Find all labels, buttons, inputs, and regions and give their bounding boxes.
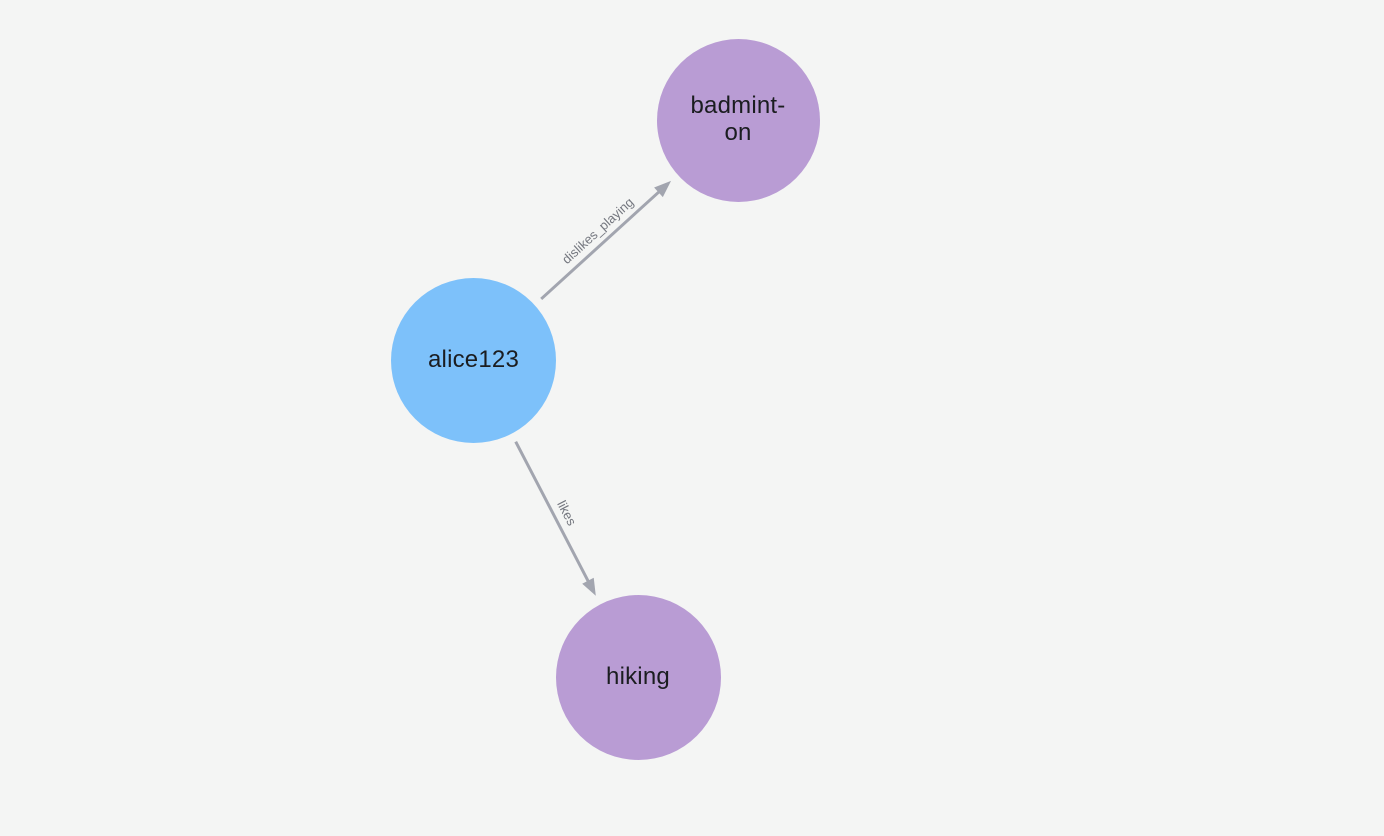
node-label: alice123 (427, 346, 519, 374)
node-label: badmint- (690, 92, 786, 120)
edge-label[interactable]: dislikes_playing (559, 194, 636, 266)
graph-node-alice123[interactable]: alice123 (391, 278, 556, 443)
node-label: hiking (606, 662, 670, 690)
edge-arrowhead-icon (654, 180, 672, 198)
edge-line-dislikes_playing[interactable] (540, 189, 662, 301)
node-label: on (724, 119, 752, 146)
graph-node-hiking[interactable]: hiking (555, 594, 721, 760)
edge-line-likes[interactable] (514, 440, 591, 585)
graph-node-badminton[interactable]: badmint-on (656, 38, 820, 202)
edge-arrowhead-icon (582, 577, 596, 596)
